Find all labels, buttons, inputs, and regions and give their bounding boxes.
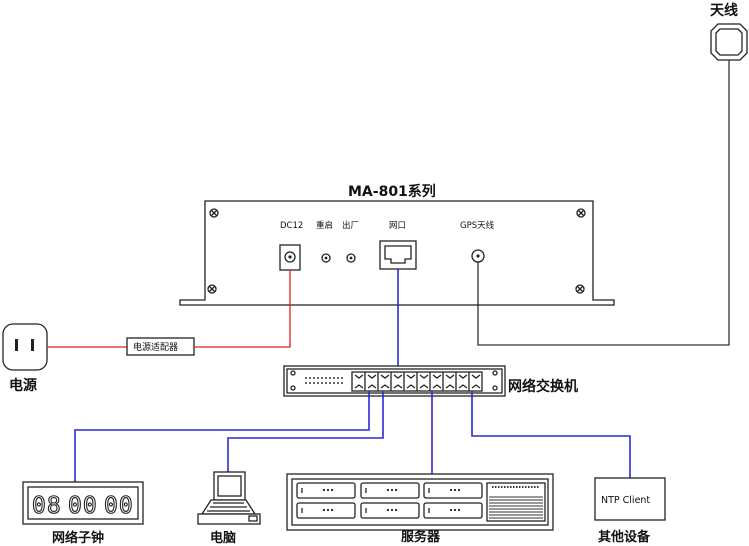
antenna-label: 天线	[710, 2, 738, 19]
gps-connector	[471, 249, 485, 263]
screw-bottom-right	[575, 284, 585, 294]
network-switch: 网络交换机	[283, 365, 578, 397]
cable-to-other-device	[471, 391, 631, 478]
antenna-cable	[477, 60, 730, 346]
screw-bottom-left	[207, 284, 217, 294]
power-adapter: 电源适配器	[126, 337, 195, 356]
cable-to-clock	[74, 391, 370, 482]
server: 服务器	[286, 473, 554, 545]
ntp-client-text: NTP Client	[601, 495, 650, 506]
ntp-client-device: NTP Client 其他设备	[594, 477, 666, 545]
switch-ports	[351, 371, 483, 392]
computer-label: 电脑	[210, 530, 236, 546]
computer: 电脑	[197, 471, 261, 546]
network-clock: 08 00 00 网络子钟	[22, 481, 144, 546]
dc-jack	[279, 244, 301, 271]
clock-minutes: 00	[68, 493, 98, 519]
factory-label: 出厂	[342, 220, 359, 231]
reset-label: 重启	[316, 220, 333, 231]
power-outlet: 电源	[2, 323, 48, 394]
factory-hole	[346, 253, 356, 263]
switch-label: 网络交换机	[508, 378, 578, 395]
other-device-label: 其他设备	[598, 529, 651, 545]
gps-port-label: GPS天线	[460, 220, 495, 231]
clock-hours: 08	[32, 493, 62, 519]
rj45-port	[379, 240, 417, 270]
screw-top-right	[576, 208, 586, 218]
server-drive-bays	[296, 482, 483, 519]
ma801-device: MA-801系列 DC12 重启 出厂 网口 GPS天线	[179, 183, 615, 306]
clock-seconds: 00	[104, 493, 134, 519]
reset-hole	[321, 253, 331, 263]
device-title: MA-801系列	[348, 183, 436, 200]
power-cable-device	[194, 270, 291, 348]
server-label: 服务器	[401, 529, 441, 545]
gps-antenna: 天线	[710, 2, 748, 61]
dc-port-label: DC12	[280, 221, 303, 231]
cable-to-computer	[227, 391, 384, 472]
clock-label: 网络子钟	[52, 530, 104, 546]
screw-top-left	[209, 208, 219, 218]
server-vent	[486, 482, 546, 522]
power-adapter-label: 电源适配器	[133, 341, 178, 353]
power-label: 电源	[9, 377, 37, 394]
network-port-label: 网口	[389, 221, 406, 231]
